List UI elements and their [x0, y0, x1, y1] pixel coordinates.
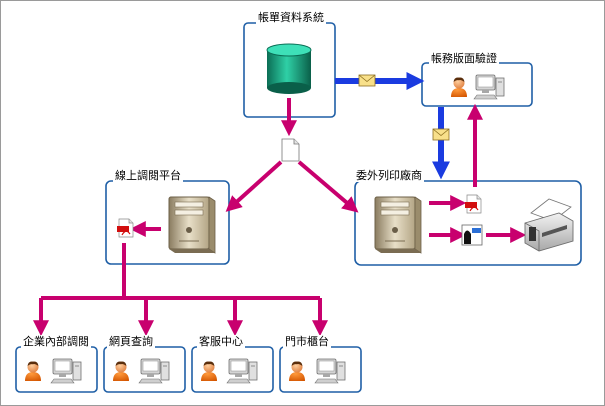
billing-system-label: 帳單資料系統 — [256, 11, 326, 24]
server-icon — [374, 196, 422, 254]
database-icon — [266, 43, 312, 94]
internal-label: 企業內部調閱 — [21, 335, 91, 348]
workstation-icon — [226, 358, 258, 384]
distribution-arrows — [33, 243, 328, 337]
web-label: 網頁查詢 — [107, 335, 155, 348]
afp-icon — [461, 224, 483, 246]
store-label: 門市櫃台 — [283, 335, 331, 348]
billing-verify-label: 帳務版面驗證 — [429, 52, 499, 65]
envelope-icon — [432, 128, 450, 141]
workstation-icon — [473, 74, 505, 100]
print-vendor-label: 委外列印廠商 — [354, 169, 424, 182]
workstation-icon — [138, 358, 170, 384]
document-to-platform-arrow — [225, 160, 283, 212]
printer-icon — [524, 198, 574, 252]
workstation-icon — [314, 358, 346, 384]
online-platform-label: 線上調閱平台 — [113, 169, 183, 182]
document-icon — [281, 138, 300, 162]
pdf-icon — [464, 194, 482, 214]
workstation-icon — [50, 358, 82, 384]
service-label: 客服中心 — [197, 335, 245, 348]
document-to-vendor-arrow — [297, 160, 359, 213]
server-icon — [168, 196, 216, 254]
pdf-icon — [116, 218, 134, 238]
envelope-icon — [358, 74, 376, 87]
